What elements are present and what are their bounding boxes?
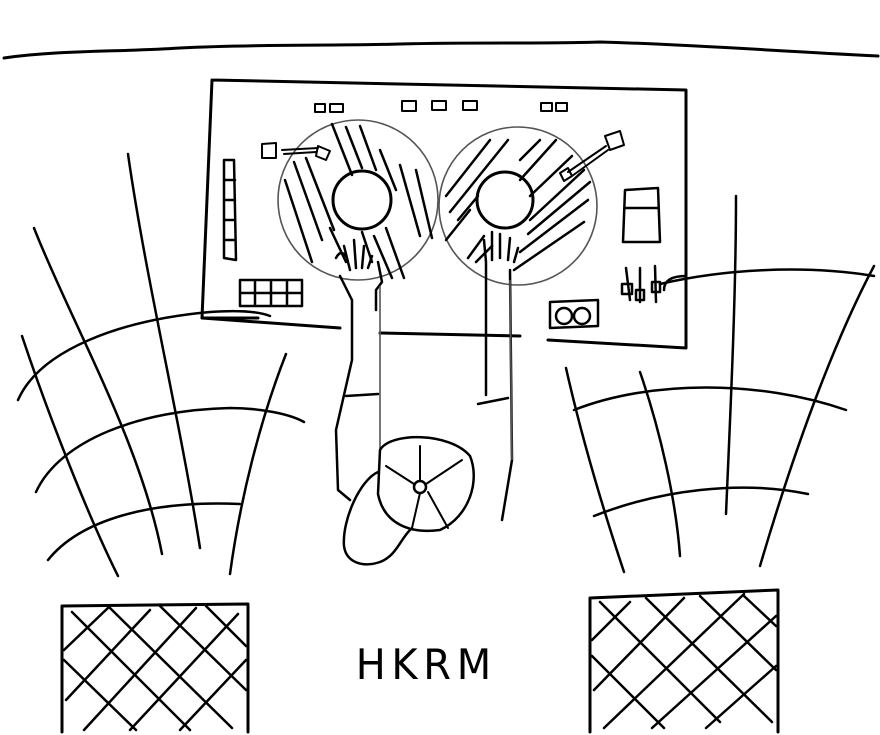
pad-grid — [238, 278, 304, 308]
sliders — [620, 264, 688, 304]
horizon-line — [2, 40, 880, 60]
crowd-right — [564, 194, 876, 574]
left-speaker — [60, 602, 250, 734]
right-turntable — [438, 126, 625, 286]
right-box — [621, 186, 662, 244]
top-buttons — [314, 100, 568, 113]
deck-outline — [200, 78, 688, 350]
left-turntable — [261, 119, 439, 281]
left-fader-strip — [222, 158, 238, 262]
knobs-box — [548, 298, 600, 330]
right-speaker — [588, 588, 780, 734]
dj-figure — [334, 230, 520, 566]
caption-text: HKRM — [355, 640, 497, 689]
crowd-left — [16, 152, 306, 578]
